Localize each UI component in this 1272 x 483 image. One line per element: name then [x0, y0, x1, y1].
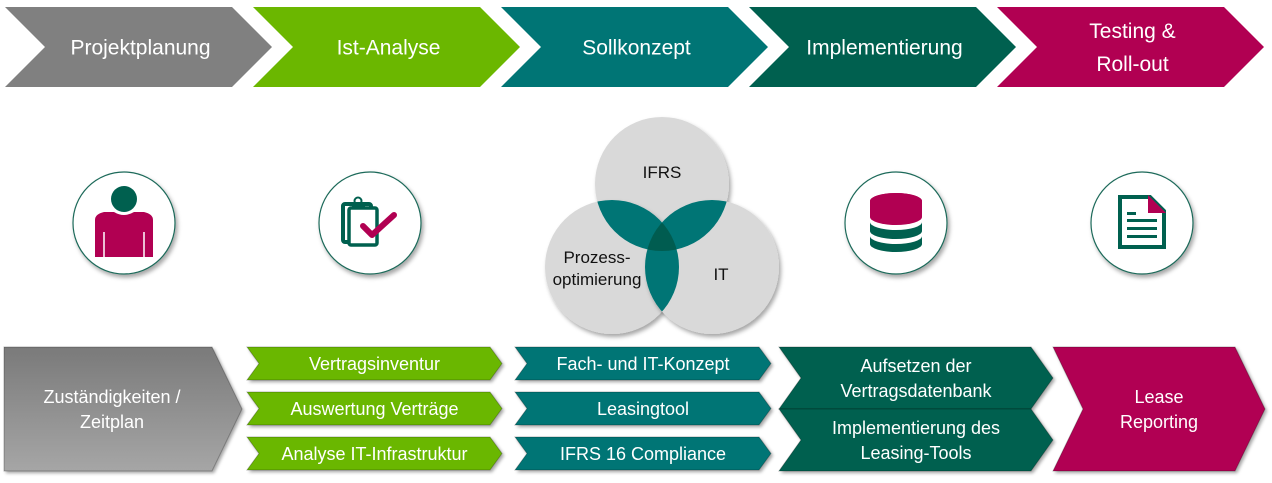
phase-arrows: Projektplanung Ist-Analyse Sollkonzept Impl… — [5, 7, 1264, 87]
task-label: Vertragsdatenbank — [840, 381, 992, 401]
task-shape — [514, 436, 772, 471]
task-sollkonzept-2[interactable]: Leasingtool — [514, 391, 772, 426]
task-shape — [3, 346, 243, 472]
task-label: Implementierung des — [832, 418, 1000, 438]
task-shape — [514, 391, 772, 426]
venn-label-prozess: optimierung — [553, 270, 642, 289]
venn-label-it: IT — [713, 265, 728, 284]
task-label: Analyse IT-Infrastruktur — [281, 444, 467, 464]
phase-label: Roll-out — [1096, 53, 1169, 76]
phase-label: Ist-Analyse — [337, 36, 441, 59]
task-shape — [246, 391, 503, 426]
phase-label: Testing & — [1089, 20, 1175, 43]
phase-5[interactable]: Testing & Roll-out — [997, 7, 1264, 87]
icon-row — [72, 171, 1194, 275]
clipboard-check-icon — [318, 171, 422, 275]
task-shape — [1052, 346, 1266, 472]
phase-label: Implementierung — [806, 36, 962, 59]
person-icon — [72, 171, 176, 275]
task-label: Zuständigkeiten / — [43, 387, 180, 407]
phase-arrow-shape — [997, 7, 1264, 87]
task-label: Fach- und IT-Konzept — [556, 354, 729, 374]
task-ist-analyse-3[interactable]: Analyse IT-Infrastruktur — [246, 436, 503, 471]
phase-arrow-shape — [749, 7, 1016, 87]
phase-4[interactable]: Implementierung — [749, 7, 1016, 87]
task-label: Leasing-Tools — [860, 443, 971, 463]
task-label: Auswertung Verträge — [290, 399, 458, 419]
document-icon — [1090, 171, 1194, 275]
task-label: Vertragsinventur — [309, 354, 440, 374]
task-shape — [246, 346, 503, 381]
task-shape — [778, 408, 1054, 472]
venn-diagram: IFRS Prozess-optimierung IT — [545, 117, 779, 334]
task-sollkonzept-1[interactable]: Fach- und IT-Konzept — [514, 346, 772, 381]
task-ist-analyse-1[interactable]: Vertragsinventur — [246, 346, 503, 381]
phase-label: Sollkonzept — [582, 36, 691, 59]
venn-label-prozess: Prozess- — [563, 248, 630, 267]
phase-2[interactable]: Ist-Analyse — [253, 7, 520, 87]
task-shape — [514, 346, 772, 381]
task-label: Reporting — [1120, 412, 1198, 432]
database-icon — [844, 171, 948, 275]
phase-3[interactable]: Sollkonzept — [501, 7, 768, 87]
task-sollkonzept-3[interactable]: IFRS 16 Compliance — [514, 436, 772, 471]
task-shape — [246, 436, 503, 471]
venn-overlap — [645, 200, 729, 251]
task-label: Lease — [1134, 387, 1183, 407]
phase-1[interactable]: Projektplanung — [5, 7, 272, 87]
task-label: Zeitplan — [80, 412, 144, 432]
phase-arrow-shape — [501, 7, 768, 87]
phase-arrow-shape — [253, 7, 520, 87]
task-label: Leasingtool — [597, 399, 689, 419]
task-label: IFRS 16 Compliance — [560, 444, 726, 464]
task-ist-analyse-2[interactable]: Auswertung Verträge — [246, 391, 503, 426]
task-rows: Zuständigkeiten / Zeitplan Vertragsinventu… — [3, 346, 1266, 472]
task-zustaendigkeiten[interactable]: Zuständigkeiten / Zeitplan — [3, 346, 243, 472]
venn-label-ifrs: IFRS — [643, 163, 682, 182]
phase-label: Projektplanung — [70, 36, 210, 59]
phase-arrow-shape — [5, 7, 272, 87]
venn-overlap — [595, 200, 679, 251]
task-label: Aufsetzen der — [860, 356, 971, 376]
